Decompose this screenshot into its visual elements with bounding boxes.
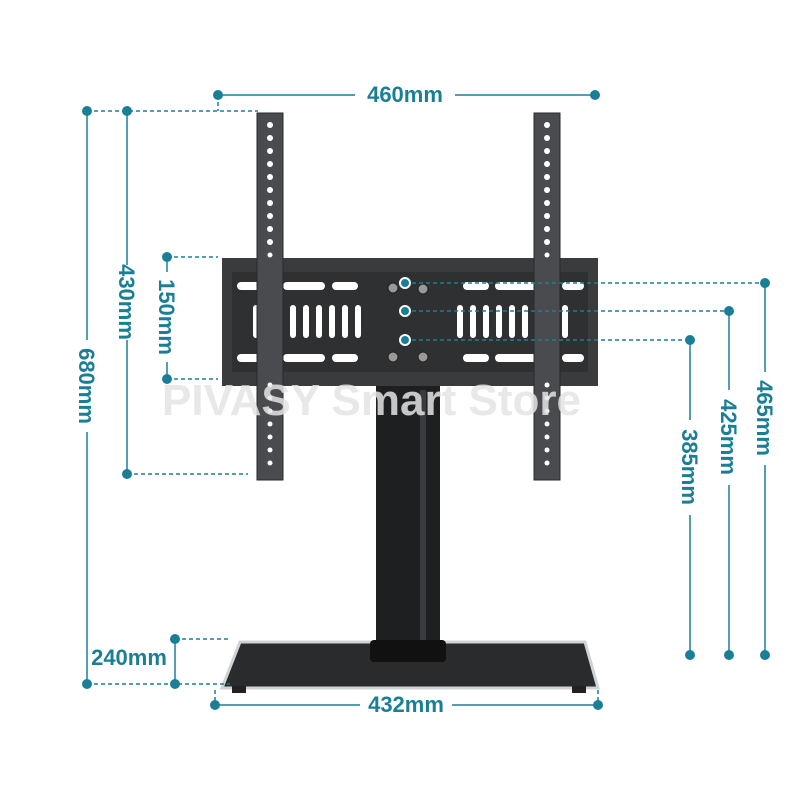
dimension-dot — [685, 335, 695, 345]
watermark-text: PIVASY Smart Store — [162, 376, 581, 425]
label-total-height: 680mm — [74, 348, 99, 424]
arm-hole — [267, 161, 273, 167]
dimension-dot — [760, 650, 770, 660]
dimension-dot — [122, 106, 132, 116]
arm-hole — [544, 434, 550, 440]
arm-hole — [267, 187, 273, 193]
dimension-dot — [213, 90, 223, 100]
arm-hole — [544, 135, 550, 141]
arm-hole — [267, 200, 273, 206]
arm-holes — [267, 122, 550, 466]
label-base-width: 432mm — [368, 692, 444, 717]
arm-hole — [544, 213, 550, 219]
watermark: PIVASY Smart Store — [162, 376, 581, 425]
dimension-dot — [724, 650, 734, 660]
mount-height-marker — [399, 305, 411, 317]
arm-hole — [267, 252, 273, 258]
arm-hole — [544, 200, 550, 206]
extension-lines — [87, 95, 765, 705]
arm-hole — [267, 421, 273, 427]
arm-hole — [267, 148, 273, 154]
dimension-dot — [170, 634, 180, 644]
arm-hole — [267, 239, 273, 245]
mount-height-marker — [399, 277, 411, 289]
label-mid-mount-height: 425mm — [716, 399, 741, 475]
arm-hole — [544, 174, 550, 180]
arm-hole — [544, 187, 550, 193]
arm-hole — [267, 174, 273, 180]
dimension-dot — [162, 252, 172, 262]
dimension-dot — [590, 90, 600, 100]
dimension-dot — [685, 650, 695, 660]
mount-height-marker — [399, 334, 411, 346]
arm-hole — [544, 161, 550, 167]
foot-right — [572, 686, 586, 693]
dimension-dot — [724, 306, 734, 316]
dimension-dot — [170, 679, 180, 689]
label-base-depth: 240mm — [91, 645, 167, 670]
dimension-dot — [82, 679, 92, 689]
dimension-dot — [82, 106, 92, 116]
arm-hole — [267, 135, 273, 141]
dimension-dot — [162, 374, 172, 384]
arm-hole — [544, 239, 550, 245]
label-max-mount-height: 465mm — [752, 380, 777, 456]
glass-base — [219, 640, 600, 690]
tv-stand — [219, 112, 600, 693]
dimension-dot — [210, 700, 220, 710]
label-arm-height: 430mm — [114, 264, 139, 340]
arm-hole — [544, 122, 550, 128]
dimension-dot — [593, 700, 603, 710]
arm-hole — [544, 395, 550, 401]
plate-slots — [237, 282, 584, 362]
column-collar — [370, 640, 446, 662]
arm-hole — [267, 382, 273, 388]
arm-hole — [544, 421, 550, 427]
foot-left — [232, 686, 246, 693]
arm-hole — [544, 148, 550, 154]
arm-hole — [267, 408, 273, 414]
arm-hole — [544, 226, 550, 232]
label-min-mount-height: 385mm — [677, 429, 702, 505]
dimension-endpoints — [82, 90, 770, 710]
arm-hole — [267, 447, 273, 453]
arm-hole — [267, 122, 273, 128]
dimension-dot — [760, 278, 770, 288]
arm-hole — [544, 460, 550, 466]
dimension-dot — [122, 469, 132, 479]
column-highlight — [420, 390, 426, 640]
arm-hole — [544, 408, 550, 414]
arm-hole — [267, 395, 273, 401]
arm-hole — [267, 213, 273, 219]
screws — [387, 282, 429, 363]
label-top-width: 460mm — [367, 82, 443, 107]
dimension-lines — [86, 94, 766, 706]
label-plate-height: 150mm — [154, 279, 179, 355]
arm-hole — [267, 460, 273, 466]
column — [376, 385, 440, 650]
arm-hole — [267, 434, 273, 440]
arm-hole — [544, 382, 550, 388]
arm-hole — [544, 252, 550, 258]
arm-hole — [267, 226, 273, 232]
arm-hole — [544, 447, 550, 453]
